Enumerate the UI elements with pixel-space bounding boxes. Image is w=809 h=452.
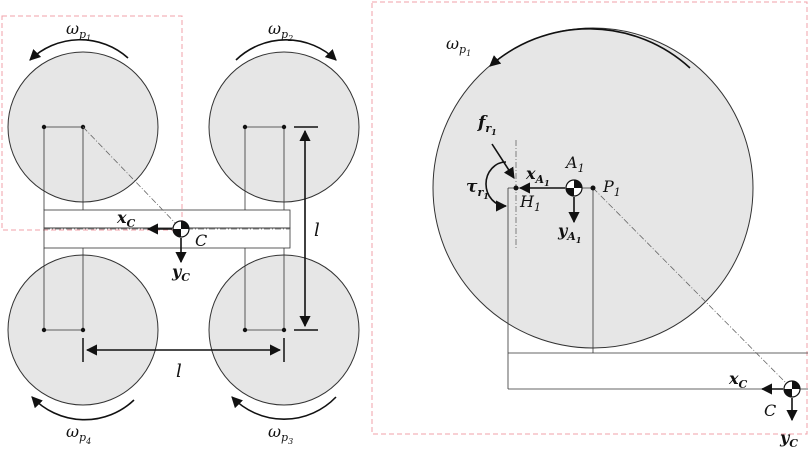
torque-arrow-taur1 [485, 161, 508, 212]
rotation-arrow-wp2 [235, 39, 337, 61]
p1-to-c-line-zoomed [592, 187, 793, 390]
label-xC-left: xC [116, 208, 136, 230]
zoom-frame [371, 1, 808, 435]
rotation-arrow-wp3 [231, 396, 337, 420]
label-l-horizontal: l [176, 361, 182, 382]
point-P1 [590, 185, 596, 191]
label-omega-p2: ωp2 [268, 19, 293, 43]
label-omega-p3: ωp3 [268, 422, 293, 446]
label-C-left: C [195, 231, 207, 250]
rotation-arrow-wp4 [31, 396, 135, 421]
frame-c-left [146, 220, 190, 264]
label-yA1: yA1 [557, 221, 581, 245]
label-yC-right: yC [779, 428, 798, 450]
label-H1: H1 [519, 192, 541, 214]
label-yC-left: yC [171, 262, 190, 284]
label-P1: P1 [602, 177, 621, 199]
label-omega-p4: ωp4 [66, 422, 91, 446]
chassis-bar-bottom [43, 227, 291, 249]
label-taur1: τr1 [466, 177, 489, 201]
label-A1: A1 [564, 153, 585, 175]
chassis-bar-top [43, 209, 291, 229]
frame-c-right [760, 380, 801, 422]
frame-A1 [518, 179, 583, 224]
label-l-vertical: l [314, 220, 320, 241]
label-xA1: xA1 [525, 164, 550, 188]
joint-points [41, 124, 287, 333]
rotation-arrow-wp1-zoomed [489, 28, 691, 69]
right-panel: ωp1 fr1 τr1 xA1 yA1 A1 H1 [371, 1, 808, 450]
label-xC-right: xC [728, 369, 748, 391]
label-C-right: C [764, 401, 776, 420]
dimension-l-vertical [294, 126, 318, 331]
force-arrow-fr1 [491, 143, 515, 179]
dimension-l-horizontal [82, 338, 285, 362]
label-omega-p1-zoomed: ωp1 [446, 34, 471, 58]
p1-to-c-line [82, 126, 182, 230]
wheel-1-highlight-frame [1, 15, 183, 231]
point-H1 [513, 185, 519, 191]
wheel-legs [43, 126, 285, 331]
rotation-arrow-wp1 [29, 38, 129, 61]
label-fr1: fr1 [477, 113, 497, 137]
label-omega-p1: ωp1 [66, 19, 91, 43]
left-panel: l l ωp1 ωp2 ωp3 ωp4 [1, 15, 360, 446]
